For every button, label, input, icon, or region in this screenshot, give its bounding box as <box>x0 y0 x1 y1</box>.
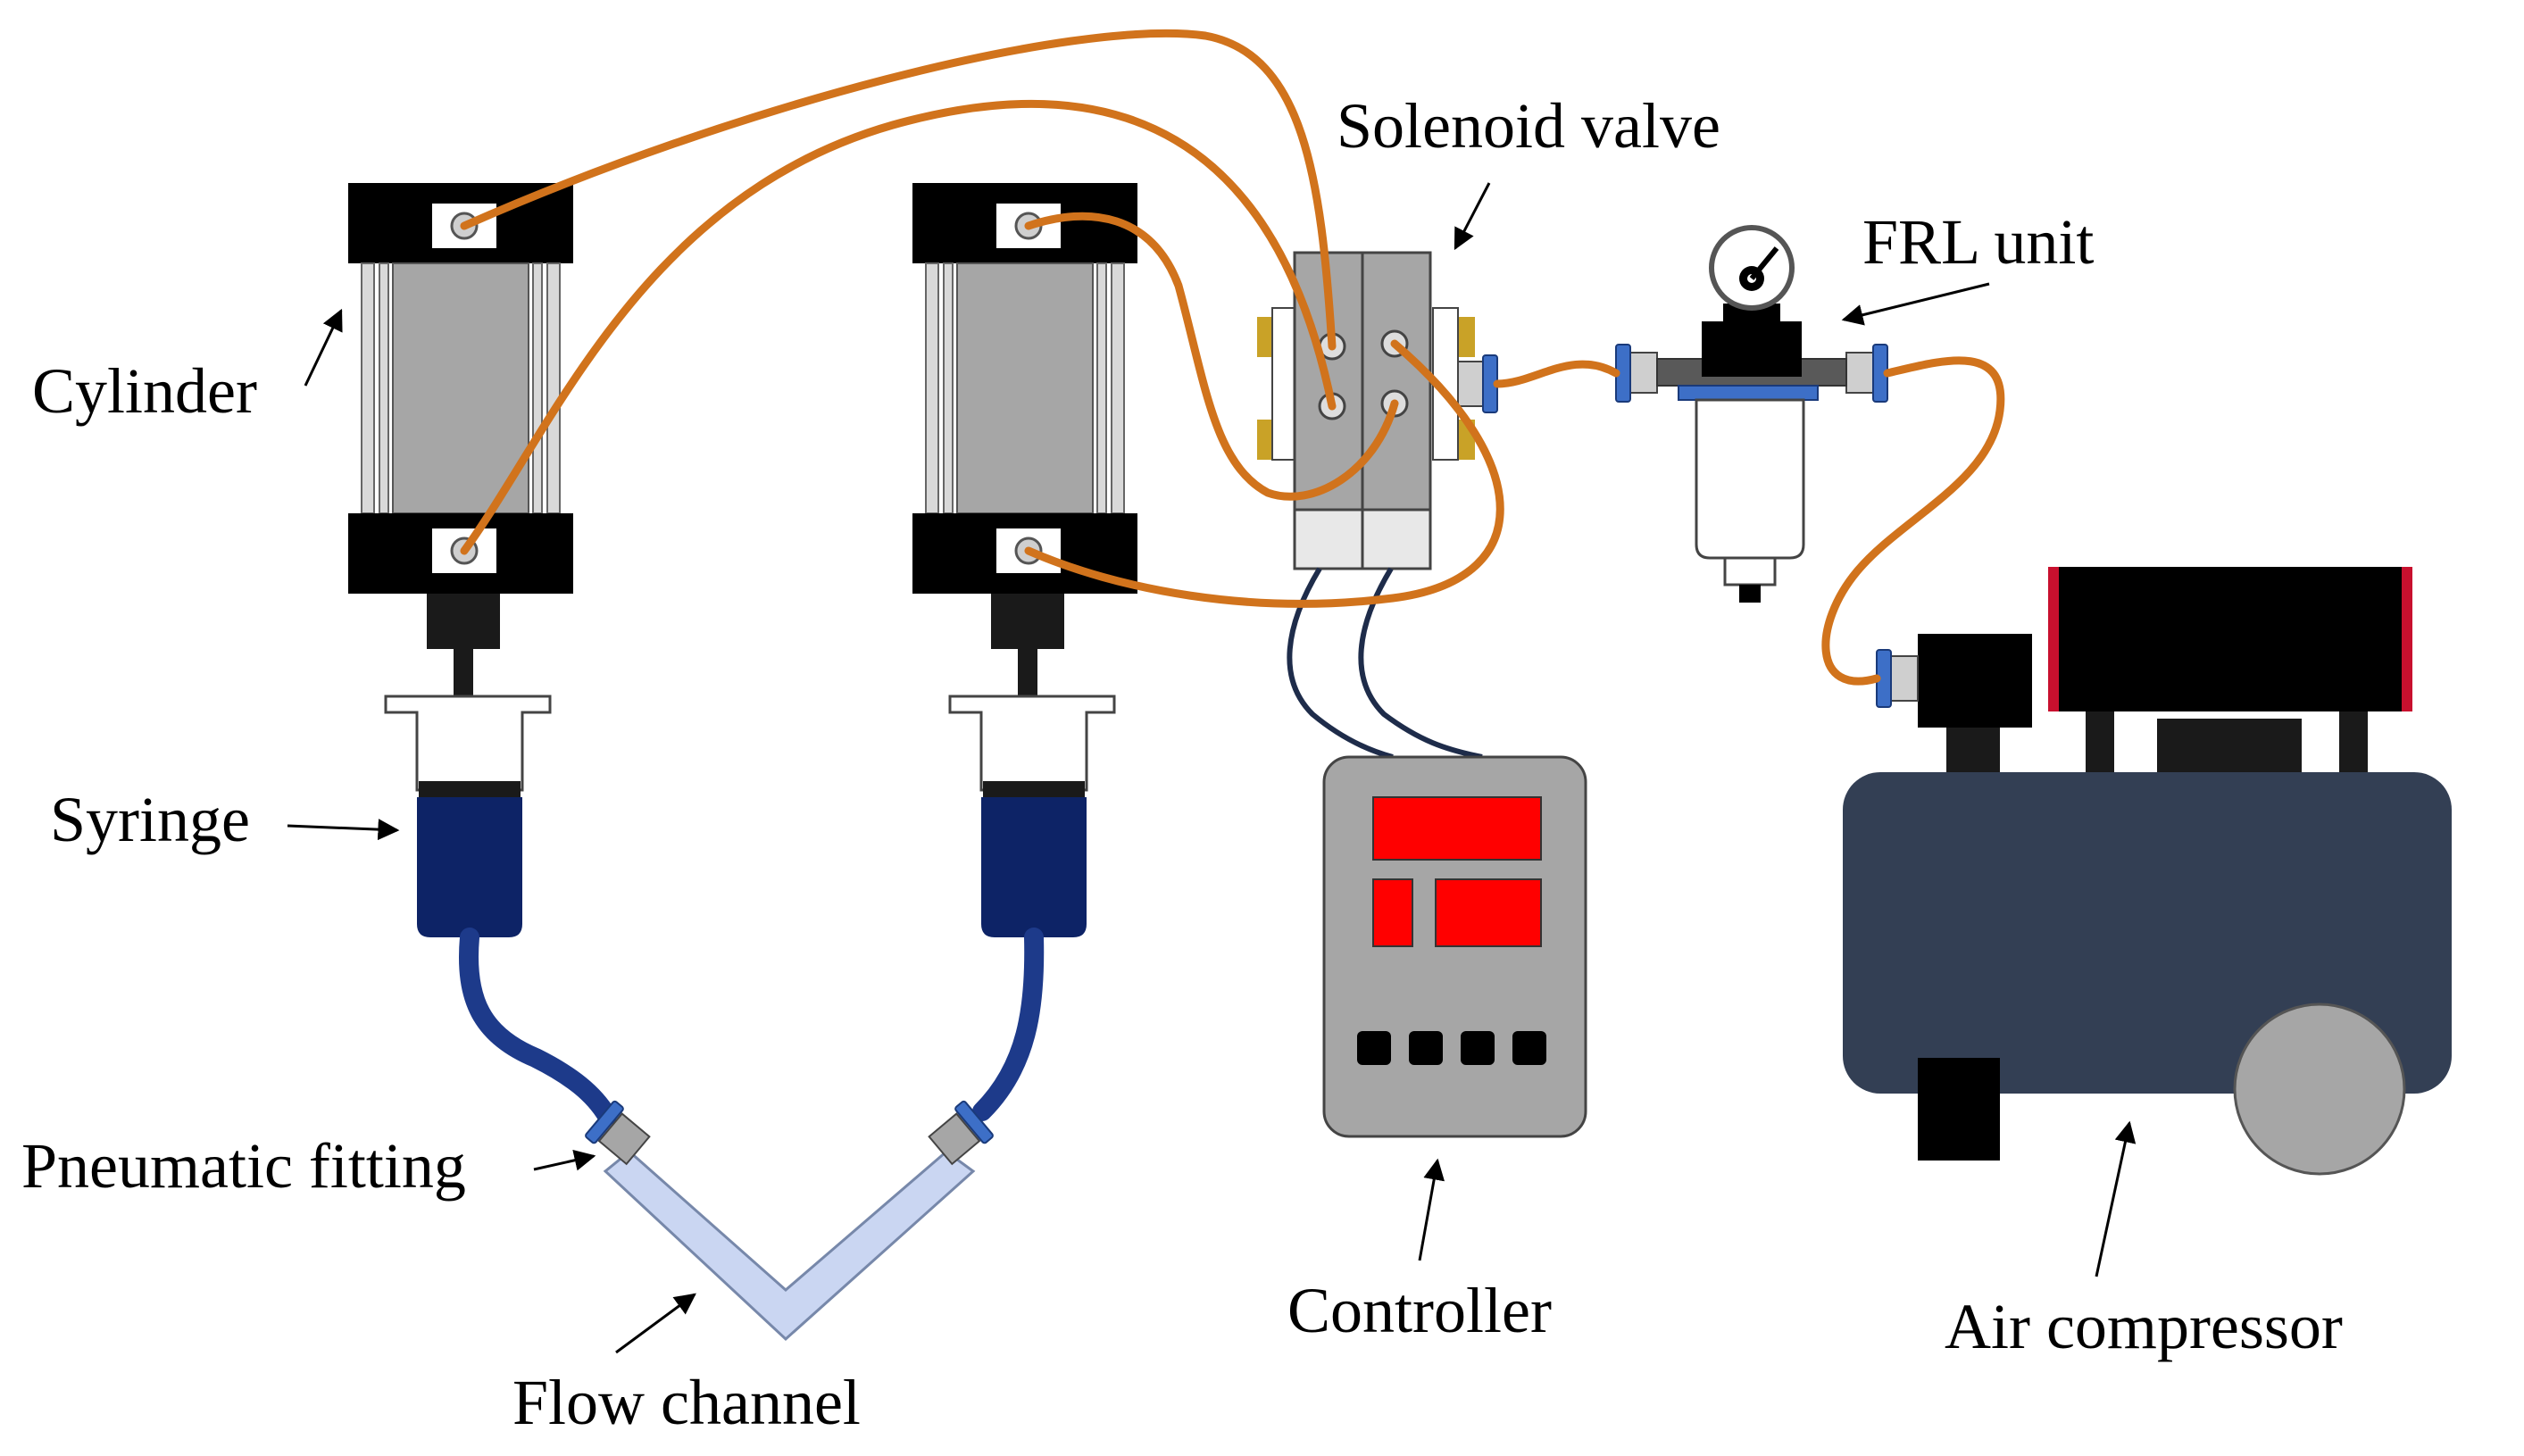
label-cylinder: Cylinder <box>32 355 257 427</box>
controller-display-small <box>1372 878 1413 947</box>
controller-wire-left <box>1287 567 1394 760</box>
right-cylinder <box>912 183 1137 649</box>
controller-key-2 <box>1409 1031 1443 1065</box>
label-air-compressor: Air compressor <box>1945 1291 2343 1362</box>
label-pneumatic-fitting: Pneumatic fitting <box>21 1130 466 1202</box>
controller <box>1287 567 1587 1138</box>
label-frl-unit: FRL unit <box>1862 206 2094 278</box>
label-solenoid-valve: Solenoid valve <box>1337 90 1720 162</box>
air-tubes <box>460 29 2005 686</box>
right-syringe <box>948 649 1116 937</box>
right-syringe-tube <box>972 928 1045 1121</box>
frl-unit <box>1615 225 1888 603</box>
controller-wire-right <box>1358 567 1483 760</box>
label-flow-channel: Flow channel <box>512 1367 861 1438</box>
controller-display-right <box>1435 878 1542 947</box>
left-syringe <box>384 649 552 937</box>
left-syringe-tube <box>459 928 617 1126</box>
air-compressor <box>1843 567 2452 1176</box>
flow-channel <box>603 1150 976 1342</box>
right-pneumatic-fitting <box>928 1100 994 1166</box>
controller-display-main <box>1372 796 1542 861</box>
left-pneumatic-fitting <box>585 1100 651 1166</box>
annotation-arrows <box>287 182 2137 1354</box>
controller-key-1 <box>1357 1031 1391 1065</box>
controller-key-4 <box>1512 1031 1546 1065</box>
label-syringe: Syringe <box>50 784 250 855</box>
left-cylinder <box>348 183 573 649</box>
controller-key-3 <box>1461 1031 1495 1065</box>
label-controller: Controller <box>1287 1275 1552 1346</box>
